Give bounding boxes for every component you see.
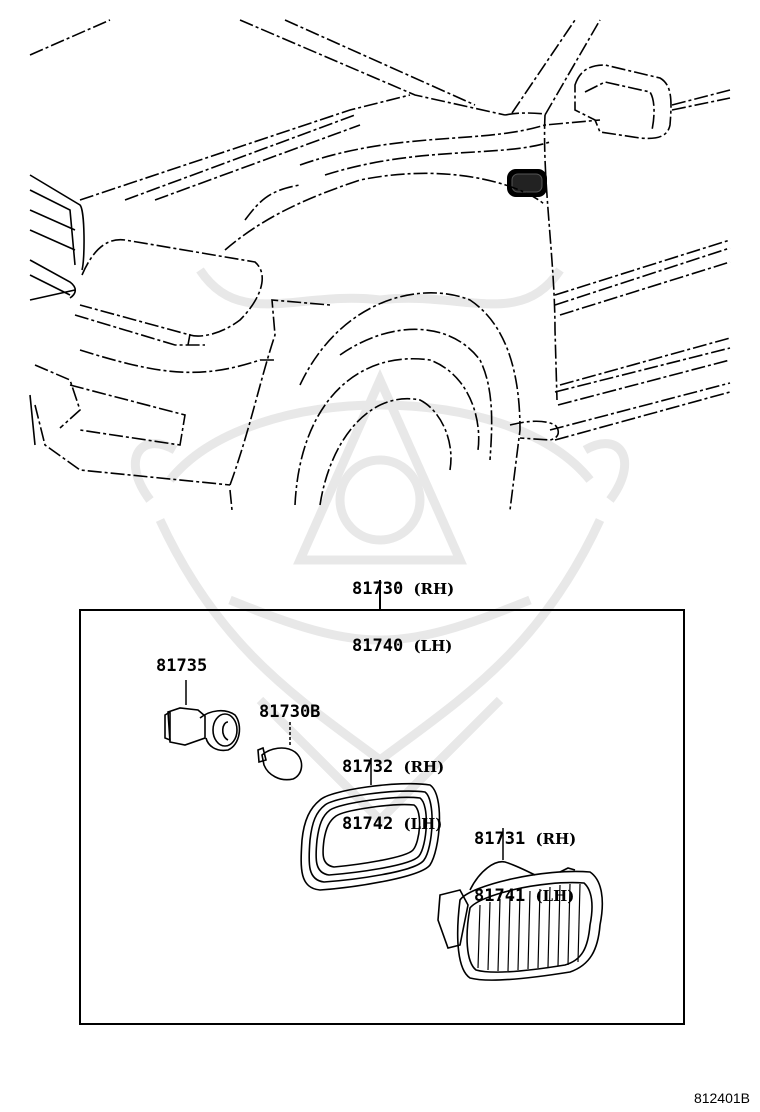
socket-part	[164, 680, 241, 752]
lens-lh-line: 81741 (LH)	[474, 887, 576, 906]
part-number-81740: 81740	[352, 636, 404, 656]
part-number-81732: 81732	[342, 757, 394, 777]
side-rh-label: (RH)	[535, 830, 577, 848]
part-number-81741: 81741	[474, 886, 526, 906]
bulb-part	[257, 722, 303, 781]
side-lh-label: (LH)	[535, 887, 575, 905]
side-lh-label: (LH)	[413, 637, 453, 655]
side-lh-label: (LH)	[403, 815, 443, 833]
gasket-part	[300, 758, 441, 891]
socket-label: 81735	[156, 656, 208, 676]
gasket-label: 81732 (RH) 81742 (LH)	[342, 720, 444, 853]
assembly-lh-line: 81740 (LH)	[352, 637, 454, 656]
lens-part	[437, 828, 604, 981]
assembly-rh-line: 81730 (RH)	[352, 580, 454, 599]
side-rh-label: (RH)	[413, 580, 455, 598]
part-number-81731: 81731	[474, 829, 526, 849]
watermark-emblem	[130, 267, 630, 827]
assembly-label: 81730 (RH) 81740 (LH)	[352, 542, 454, 675]
part-number-81742: 81742	[342, 814, 394, 834]
side-rh-label: (RH)	[403, 758, 445, 776]
gasket-lh-line: 81742 (LH)	[342, 815, 444, 834]
bulb-label: 81730B	[259, 702, 321, 722]
lens-label: 81731 (RH) 81741 (LH)	[474, 792, 576, 925]
gasket-rh-line: 81732 (RH)	[342, 758, 444, 777]
lens-rh-line: 81731 (RH)	[474, 830, 576, 849]
part-number-81730: 81730	[352, 579, 404, 599]
vehicle-front-outline	[29, 19, 731, 511]
assembly-frame	[79, 580, 685, 1025]
figure-id: 812401B	[693, 1090, 750, 1106]
